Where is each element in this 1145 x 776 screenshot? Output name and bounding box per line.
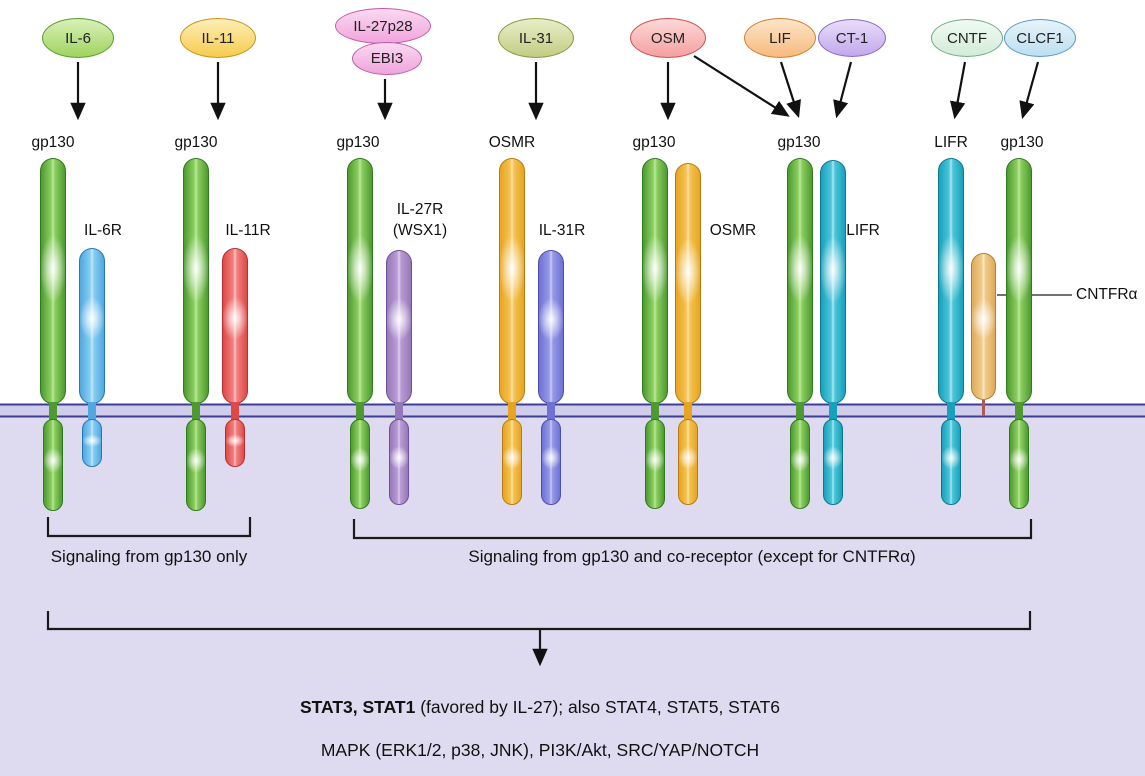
gp130-intracellular-1 [43, 419, 63, 511]
co-receptor-label-osmr: OSMR [709, 222, 757, 239]
lifr-intracellular-2 [941, 419, 961, 505]
il-31r-extracellular [538, 250, 564, 404]
cytokine-ct-1: CT-1 [818, 19, 886, 57]
cytokine-ebi3: EBI3 [352, 42, 422, 75]
stat-signaling-rest: (favored by IL-27); also STAT4, STAT5, S… [415, 697, 781, 717]
il-6r-membrane-pass [88, 402, 96, 420]
osmr-extracellular-1 [499, 158, 525, 404]
gp130-membrane-pass-6 [796, 402, 804, 420]
co-receptor-label-il-11r: IL-11R [225, 222, 271, 239]
osmr-membrane-pass-2 [684, 402, 692, 420]
gp130-intracellular-3 [350, 419, 370, 509]
cytokine-cntf: CNTF [931, 19, 1003, 57]
cytokine-il-31-label: IL-31 [518, 29, 554, 47]
arrow-lif [779, 61, 801, 119]
arrow-cntf [950, 61, 967, 120]
gp130-extracellular-1 [40, 158, 66, 404]
gp130-intracellular-2 [186, 419, 206, 511]
cytokine-osm-label: OSM [650, 29, 686, 47]
mapk-signaling-text: MAPK (ERK1/2, p38, JNK), PI3K/Akt, SRC/Y… [320, 740, 760, 760]
cytokine-il-27p28: IL-27p28 [335, 8, 431, 44]
gp130-extracellular-6 [787, 158, 813, 404]
gp130-membrane-pass-1 [49, 402, 57, 420]
cytokine-osm: OSM [630, 18, 706, 58]
lifr-extracellular-1 [820, 160, 846, 404]
lifr-membrane-pass-1 [829, 402, 837, 420]
receptor-label-gp130-6: gp130 [777, 134, 821, 151]
cytokine-il-31: IL-31 [498, 18, 574, 58]
co-receptor-label-il-31r: IL-31R [538, 222, 586, 239]
gp130-membrane-pass-5 [651, 402, 659, 420]
cytosol-background [0, 405, 1145, 776]
cytokine-arrows [70, 55, 1040, 121]
il-6r-intracellular [82, 419, 102, 467]
cytokine-il-27p28-label: IL-27p28 [353, 17, 413, 35]
osmr-intracellular-1 [502, 419, 522, 505]
receptor-label-lifr-7: LIFR [934, 134, 968, 151]
receptor-label-gp130-2: gp130 [174, 134, 218, 151]
cytokine-cntf-label: CNTF [947, 29, 987, 47]
arrow-clcf1 [1019, 61, 1040, 120]
il-31r-intracellular [541, 419, 561, 505]
gp130-extracellular-2 [183, 158, 209, 404]
cntfra-gpi-anchor [982, 400, 985, 416]
il-27r-intracellular [389, 419, 409, 505]
osmr-intracellular-2 [678, 419, 698, 505]
gp130-intracellular-7 [1009, 419, 1029, 509]
cytokine-ebi3-label: EBI3 [370, 50, 404, 67]
cytokine-il-6: IL-6 [42, 18, 114, 58]
cytokine-il-6-label: IL-6 [65, 29, 91, 47]
il-27r-extracellular [386, 250, 412, 404]
osmr-extracellular-2 [675, 163, 701, 404]
bracket-label-gp130-only: Signaling from gp130 only [50, 547, 248, 566]
cytokine-clcf1: CLCF1 [1004, 19, 1076, 57]
bracket-label-gp130-co-receptor: Signaling from gp130 and co-receptor (ex… [468, 547, 916, 566]
stat-signaling-bold: STAT3, STAT1 [299, 697, 416, 717]
stat-signaling-text: STAT3, STAT1 (favored by IL-27); also ST… [0, 697, 1080, 718]
cntfra-extracellular [971, 253, 996, 400]
receptor-label-gp130-5: gp130 [632, 134, 676, 151]
il-31r-membrane-pass [547, 402, 555, 420]
cytokine-lif: LIF [744, 18, 816, 58]
gp130-extracellular-7 [1006, 158, 1032, 404]
osmr-membrane-pass-1 [508, 402, 516, 420]
lifr-membrane-pass-2 [947, 402, 955, 420]
arrow-ct1 [833, 61, 853, 119]
lifr-intracellular-1 [823, 419, 843, 505]
receptor-label-gp130-1: gp130 [31, 134, 75, 151]
cytokine-il-11-label: IL-11 [201, 29, 235, 47]
gp130-extracellular-5 [642, 158, 668, 404]
receptor-label-gp130-7: gp130 [1000, 134, 1044, 151]
il-11r-membrane-pass [231, 402, 239, 420]
cytokine-lif-label: LIF [769, 29, 791, 47]
il-27r-membrane-pass [395, 402, 403, 420]
gp130-membrane-pass-7 [1015, 402, 1023, 420]
il-11r-extracellular [222, 248, 248, 404]
receptor-label-gp130-3: gp130 [336, 134, 380, 151]
co-receptor-label-cntfra: CNTFRα [1076, 286, 1138, 303]
cytokine-il-11: IL-11 [180, 18, 256, 58]
co-receptor-label-il-27r: IL-27R (WSX1) [392, 201, 448, 239]
cytokine-ct-1-label: CT-1 [835, 29, 869, 47]
receptor-label-osmr: OSMR [488, 134, 536, 151]
gp130-extracellular-3 [347, 158, 373, 404]
lifr-extracellular-2 [938, 158, 964, 404]
gp130-membrane-pass-3 [356, 402, 364, 420]
co-receptor-label-lifr: LIFR [846, 222, 880, 239]
il-11r-intracellular [225, 419, 245, 467]
cytokine-clcf1-label: CLCF1 [1016, 29, 1064, 47]
gp130-intracellular-6 [790, 419, 810, 509]
arrow-osm-to-lifr-complex [693, 55, 790, 117]
il-6r-extracellular [79, 248, 105, 404]
gp130-membrane-pass-2 [192, 402, 200, 420]
co-receptor-label-il-6r: IL-6R [84, 222, 122, 239]
gp130-intracellular-5 [645, 419, 665, 509]
